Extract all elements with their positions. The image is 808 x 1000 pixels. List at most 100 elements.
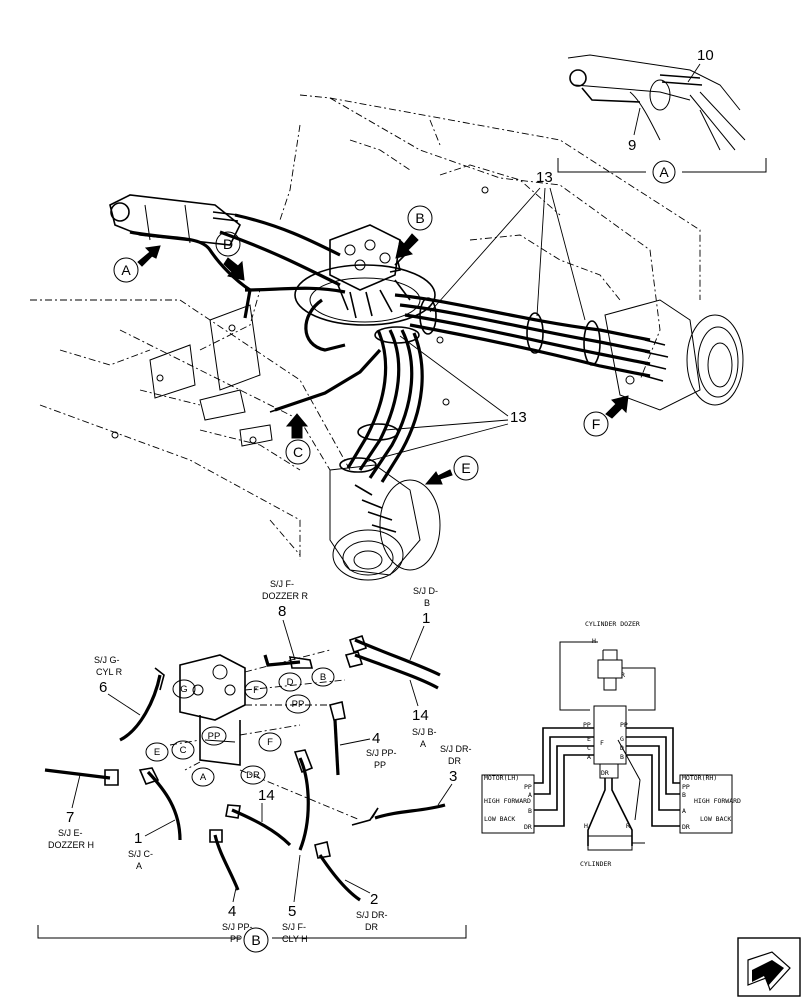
svg-text:B: B: [424, 598, 430, 608]
callout-10: 10: [697, 47, 714, 64]
svg-text:R: R: [621, 671, 625, 679]
bubble-f-lower: F: [267, 737, 273, 748]
svg-text:LOW BACK: LOW BACK: [484, 815, 515, 823]
label-6: S/J G- CYL R 6: [94, 655, 141, 716]
svg-text:14: 14: [258, 787, 275, 804]
svg-text:1: 1: [134, 830, 142, 847]
bubble-g: G: [180, 684, 187, 695]
view-marker-b: B: [395, 205, 433, 259]
svg-text:S/J G-: S/J G-: [94, 655, 120, 665]
svg-text:CLY H: CLY H: [282, 934, 308, 944]
svg-text:F: F: [600, 739, 604, 747]
detail-b-title: B: [251, 932, 260, 948]
schematic-cylinder-label: CYLINDER: [580, 860, 611, 868]
bubble-e: E: [154, 747, 160, 758]
svg-text:S/J PP-: S/J PP-: [366, 748, 397, 758]
label-14-center: 14: [258, 787, 275, 822]
svg-text:S/J D-: S/J D-: [413, 586, 438, 596]
svg-text:B: B: [620, 753, 624, 761]
svg-text:S/J B-: S/J B-: [412, 727, 437, 737]
view-marker-e: E: [424, 455, 479, 485]
label-2: 2 S/J DR- DR: [344, 879, 388, 932]
svg-text:4: 4: [228, 903, 236, 920]
svg-text:A: A: [587, 753, 591, 761]
detail-a: 10 9 A: [557, 47, 767, 184]
svg-text:S/J F-: S/J F-: [282, 922, 306, 932]
hydraulic-schematic: CYLINDER DOZER H R PP E C A PP G D B F D…: [481, 620, 741, 868]
svg-text:PP: PP: [374, 760, 386, 770]
svg-text:PP: PP: [682, 783, 690, 791]
callout-9: 9: [628, 137, 636, 154]
svg-text:S/J C-: S/J C-: [128, 849, 153, 859]
label-5: 5 S/J F- CLY H: [282, 854, 308, 944]
detail-b: G F D B PP PP E C F A DR S/J F- DOZZER R: [37, 579, 472, 953]
svg-text:R: R: [626, 822, 630, 830]
svg-text:LOW BACK: LOW BACK: [700, 815, 731, 823]
view-marker-a: A: [113, 245, 161, 283]
svg-text:DR: DR: [601, 769, 609, 777]
svg-text:1: 1: [422, 610, 430, 627]
view-marker-f: F: [583, 395, 629, 437]
svg-text:B: B: [528, 807, 532, 815]
label-4-right: 4 S/J PP- PP: [339, 730, 397, 770]
callout-13-upper: 13: [429, 169, 586, 321]
view-marker-d: D: [215, 231, 245, 281]
schematic-cylinder-dozer-label: CYLINDER DOZER: [585, 620, 640, 628]
label-1-top: S/J D- B 1: [409, 586, 438, 661]
svg-text:14: 14: [412, 707, 429, 724]
label-1-bottom: 1 S/J C- A: [128, 819, 176, 871]
svg-text:G: G: [620, 735, 624, 743]
bubble-f-upper: F: [253, 685, 259, 696]
view-marker-c: C: [285, 413, 311, 465]
svg-text:E: E: [587, 735, 591, 743]
svg-text:B: B: [682, 791, 686, 799]
svg-text:6: 6: [99, 679, 107, 696]
view-f-letter: F: [592, 416, 601, 432]
svg-text:MOTOR(LH): MOTOR(LH): [484, 774, 519, 782]
svg-text:PP: PP: [230, 934, 242, 944]
svg-text:MOTOR(RH): MOTOR(RH): [682, 774, 717, 782]
svg-text:H: H: [592, 637, 596, 645]
svg-text:5: 5: [288, 903, 296, 920]
svg-text:PP: PP: [524, 783, 532, 791]
svg-text:A: A: [682, 807, 686, 815]
bubble-d: D: [287, 677, 294, 688]
svg-text:S/J DR-: S/J DR-: [440, 744, 472, 754]
svg-text:PP: PP: [583, 721, 591, 729]
callout-13-upper-text: 13: [536, 169, 553, 186]
svg-text:A: A: [420, 739, 426, 749]
svg-text:DR: DR: [448, 756, 461, 766]
svg-text:2: 2: [370, 891, 378, 908]
bubble-c: C: [180, 745, 187, 756]
svg-text:S/J PP-: S/J PP-: [222, 922, 253, 932]
svg-text:DR: DR: [682, 823, 690, 831]
bubble-a: A: [200, 772, 207, 783]
next-page-icon[interactable]: [737, 937, 801, 997]
callout-13-lower: 13: [364, 335, 527, 463]
svg-text:DOZZER H: DOZZER H: [48, 840, 94, 850]
svg-text:S/J F-: S/J F-: [270, 579, 294, 589]
label-3: S/J DR- DR 3: [437, 744, 472, 806]
view-a-letter: A: [121, 262, 131, 278]
svg-text:DR: DR: [524, 823, 532, 831]
svg-text:4: 4: [372, 730, 380, 747]
bubble-dr: DR: [246, 770, 260, 781]
bubble-b: B: [320, 672, 326, 683]
label-7: 7 S/J E- DOZZER H: [48, 774, 94, 850]
bubble-pp-right: PP: [292, 699, 305, 710]
svg-text:H: H: [584, 822, 588, 830]
svg-text:S/J E-: S/J E-: [58, 828, 83, 838]
svg-text:8: 8: [278, 603, 286, 620]
callout-13-lower-text: 13: [510, 409, 527, 426]
detail-b-bubbles: G F D B PP PP E C F A DR: [145, 667, 335, 787]
label-14-right: 14 S/J B- A: [409, 679, 437, 749]
main-assembly-view: [30, 94, 744, 581]
label-4-bottom: 4 S/J PP- PP: [222, 887, 253, 944]
svg-text:CYL R: CYL R: [96, 667, 123, 677]
view-d-letter: D: [223, 236, 233, 252]
svg-text:DR: DR: [365, 922, 378, 932]
svg-text:PP: PP: [620, 721, 628, 729]
svg-text:A: A: [528, 791, 532, 799]
view-e-letter: E: [461, 460, 470, 476]
